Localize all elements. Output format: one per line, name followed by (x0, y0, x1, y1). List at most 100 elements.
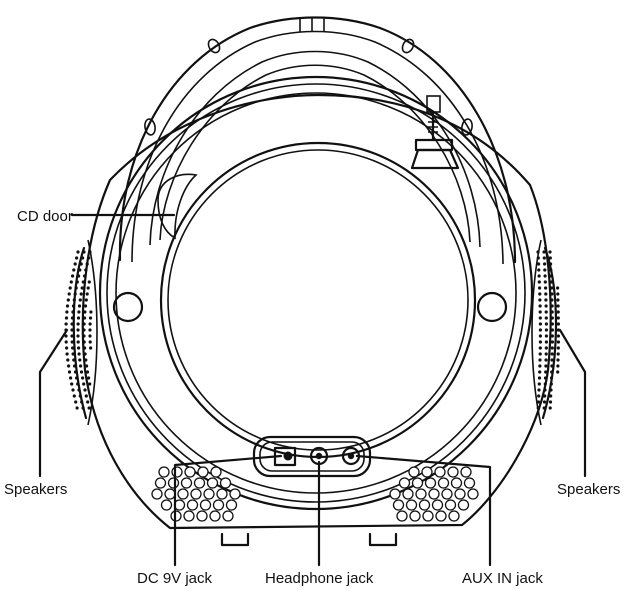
speaker-dot (88, 322, 92, 326)
speaker-dot (81, 280, 85, 284)
speaker-dot (538, 364, 542, 368)
speaker-dot (548, 406, 552, 410)
speaker-dot (544, 358, 548, 362)
speaker-dot (65, 310, 69, 314)
speaker-dot (77, 310, 81, 314)
speaker-dot (88, 328, 92, 332)
right-speaker-grille (531, 239, 561, 426)
speaker-dot (76, 334, 80, 338)
cd-door[interactable] (159, 141, 477, 459)
speaker-dot (77, 346, 81, 350)
speaker-dot (548, 400, 553, 404)
speaker-dot (79, 370, 84, 374)
vent-hole (389, 488, 401, 500)
speaker-dot (83, 310, 87, 314)
speaker-dot (71, 346, 75, 350)
speaker-dot (542, 256, 546, 260)
speaker-dot (556, 286, 560, 290)
headphone-jack-label: Headphone jack (265, 570, 374, 587)
speaker-dot (73, 364, 77, 368)
speaker-dot (76, 328, 80, 332)
speaker-dot (543, 388, 547, 392)
speaker-dot (544, 286, 548, 290)
speaker-dot (65, 352, 69, 356)
speaker-dot (549, 268, 553, 272)
speaker-dot (556, 370, 560, 374)
vent-hole (467, 488, 479, 500)
speaker-dot (548, 250, 552, 254)
speaker-dot (538, 316, 542, 320)
speaker-dot (544, 316, 548, 320)
speaker-dot (543, 262, 547, 266)
vent-hole (454, 488, 466, 500)
speaker-dot (536, 250, 540, 254)
speaker-dot (556, 334, 561, 338)
speaker-dot (67, 370, 72, 374)
vent-hole (206, 477, 219, 489)
feet (220, 532, 398, 547)
speaker-dot (70, 334, 74, 338)
vent-hole (186, 499, 199, 511)
speaker-dot (87, 280, 91, 284)
speaker-dot (81, 376, 85, 380)
speaker-dot (85, 364, 89, 368)
speaker-dot (550, 340, 555, 344)
dc-jack-leader (173, 454, 283, 567)
speaker-dot (67, 292, 71, 296)
speaker-dot (550, 304, 554, 308)
speaker-dot (550, 370, 554, 374)
vent-hole (447, 466, 459, 478)
vent-hole (437, 477, 450, 489)
speaker-dot (538, 310, 542, 314)
speaker-dot (537, 280, 541, 284)
speaker-dot (550, 286, 554, 290)
speaker-dot (88, 340, 92, 344)
speaker-dot (70, 328, 74, 332)
speaker-dot (550, 334, 555, 338)
vent-hole (457, 499, 470, 511)
vent-hole (197, 466, 209, 478)
speaker-dot (82, 334, 86, 338)
speaker-dot (542, 400, 547, 404)
vent-hole (196, 510, 208, 522)
vent-hole (219, 477, 232, 489)
speaker-dot (538, 298, 542, 302)
speaker-dot (536, 406, 540, 410)
speaker-dot (550, 328, 555, 332)
vent-hole (184, 466, 196, 478)
speaker-dot (536, 256, 540, 260)
speaker-dot (544, 310, 548, 314)
speaker-dot (538, 352, 542, 356)
speaker-dot (70, 382, 74, 386)
speaker-dot (64, 316, 69, 320)
speaker-dot (537, 394, 541, 398)
speaker-dot (544, 298, 548, 302)
speaker-dot (82, 340, 86, 344)
speaker-dot (65, 304, 70, 308)
vent-hole (167, 477, 180, 489)
vent-hole (422, 510, 434, 522)
vent-hole (409, 510, 421, 522)
vent-hole (402, 488, 414, 500)
speaker-dot (89, 310, 93, 314)
vent-hole (408, 466, 420, 478)
speaker-dot (71, 310, 75, 314)
speaker-dot (85, 370, 90, 374)
vent-hole (411, 477, 424, 489)
speaker-dot (75, 280, 79, 284)
speaker-dot (544, 334, 549, 338)
speaker-dot (83, 352, 87, 356)
speaker-dot (82, 250, 86, 254)
speaker-dot (64, 334, 68, 338)
speaker-dot (544, 364, 548, 368)
speaker-dot (550, 322, 555, 326)
speaker-dot (550, 316, 554, 320)
speaker-dot (538, 358, 542, 362)
speaker-dot (556, 310, 560, 314)
speaker-dot (64, 340, 68, 344)
speakers-right-leader (558, 328, 587, 478)
leader-lines (38, 213, 587, 567)
speaker-dot (543, 376, 548, 380)
vent-hole (431, 499, 444, 511)
vent-hole (444, 499, 457, 511)
